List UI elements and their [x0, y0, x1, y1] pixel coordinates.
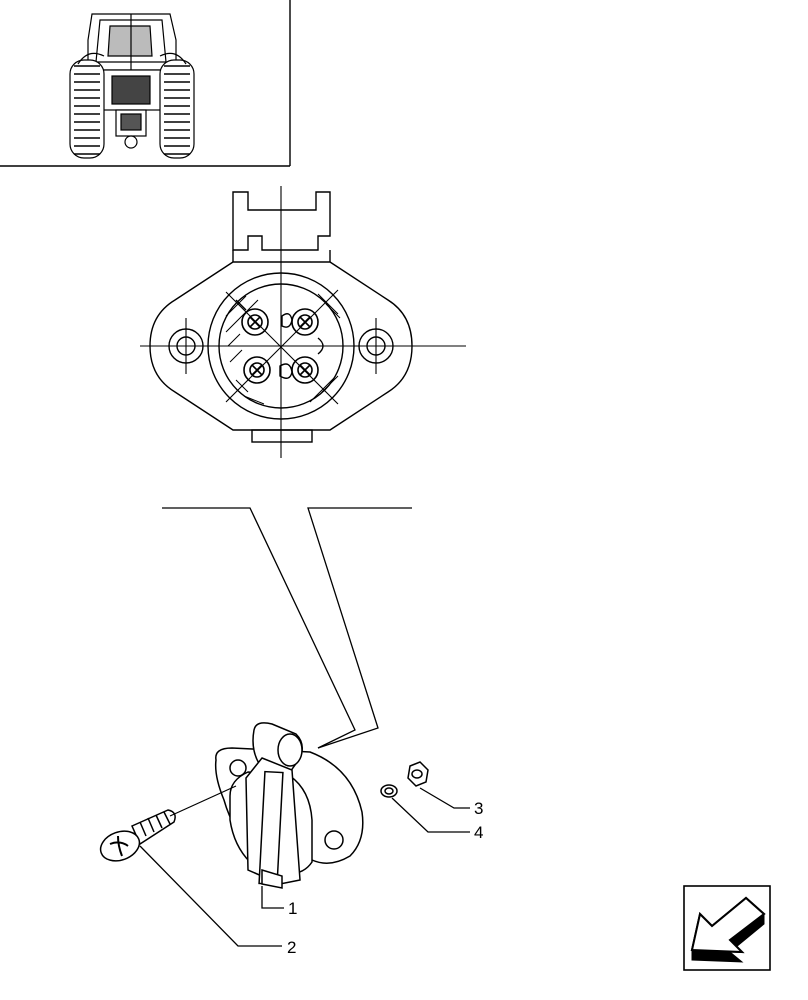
next-page-arrow-icon[interactable]: [683, 885, 771, 971]
tractor-thumbnail-frame: [0, 0, 291, 167]
nut-part: [407, 761, 429, 787]
callout-part-3: 3: [474, 799, 483, 818]
bolt-part: [99, 785, 237, 862]
detail-leader-lines: [162, 507, 412, 749]
callout-part-4: 4: [474, 823, 483, 842]
washer-part: [380, 784, 398, 798]
trailer-socket-part: [214, 722, 364, 889]
socket-front-view: [140, 186, 466, 458]
callout-leaders: [139, 787, 470, 947]
tractor-rear-view-icon: [69, 13, 195, 159]
callout-part-1: 1: [288, 899, 297, 918]
callout-part-2: 2: [287, 938, 296, 957]
